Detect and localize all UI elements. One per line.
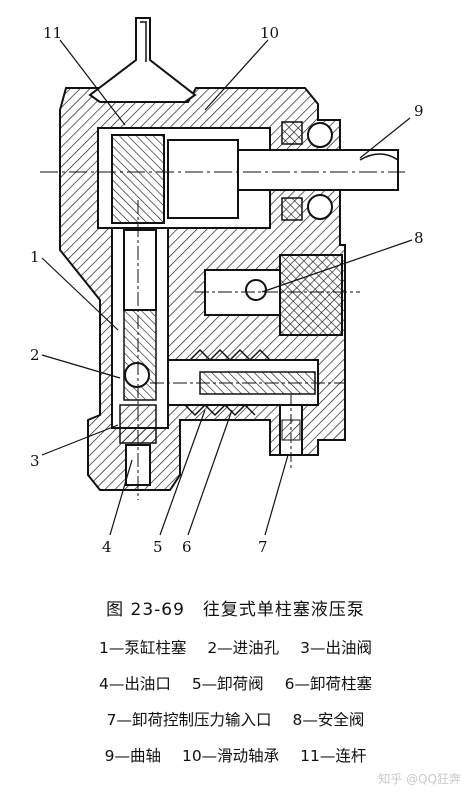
legend-item: 7—卸荷控制压力输入口: [106, 711, 272, 729]
label-2: 2: [30, 346, 40, 364]
legend-row-3: 7—卸荷控制压力输入口 8—安全阀: [0, 708, 471, 730]
leader-lines: [41, 39, 413, 536]
legend-item: 11—连杆: [300, 747, 367, 765]
label-1: 1: [30, 248, 40, 266]
label-7: 7: [258, 538, 268, 556]
legend-item: 8—安全阀: [292, 711, 365, 729]
label-8: 8: [414, 229, 424, 247]
legend-row-4: 9—曲轴 10—滑动轴承 11—连杆: [0, 744, 471, 766]
label-6: 6: [182, 538, 192, 556]
watermark: 知乎 @QQ狂奔: [378, 772, 461, 786]
crankshaft: [40, 121, 405, 221]
legend-item: 6—卸荷柱塞: [284, 675, 372, 693]
plunger-bore: [111, 200, 169, 500]
label-9: 9: [414, 102, 424, 120]
legend-item: 4—出油口: [99, 675, 171, 693]
label-5: 5: [153, 538, 163, 556]
legend-row-2: 4—出油口 5—卸荷阀 6—卸荷柱塞: [0, 672, 471, 694]
legend-item: 9—曲轴: [104, 747, 162, 765]
legend-item: 5—卸荷阀: [191, 675, 264, 693]
legend-item: 10—滑动轴承: [181, 747, 280, 765]
legend-item: 2—进油孔: [207, 639, 280, 657]
label-3: 3: [30, 452, 40, 470]
legend-item: 1—泵缸柱塞: [99, 639, 187, 657]
oil-filler-funnel: [88, 17, 197, 103]
control-pressure-port: [279, 395, 303, 470]
label-11: 11: [43, 24, 62, 42]
unloading-valve-passage: [150, 348, 345, 417]
figure-caption: 图 23-69 往复式单柱塞液压泵: [106, 600, 365, 620]
label-4: 4: [102, 538, 112, 556]
label-10: 10: [260, 24, 279, 42]
legend-row-1: 1—泵缸柱塞 2—进油孔 3—出油阀: [0, 636, 471, 658]
legend-item: 3—出油阀: [300, 639, 372, 657]
pump-cross-section-diagram: 11 10 9 8 1 2 3 4 5 6 7: [30, 17, 424, 556]
